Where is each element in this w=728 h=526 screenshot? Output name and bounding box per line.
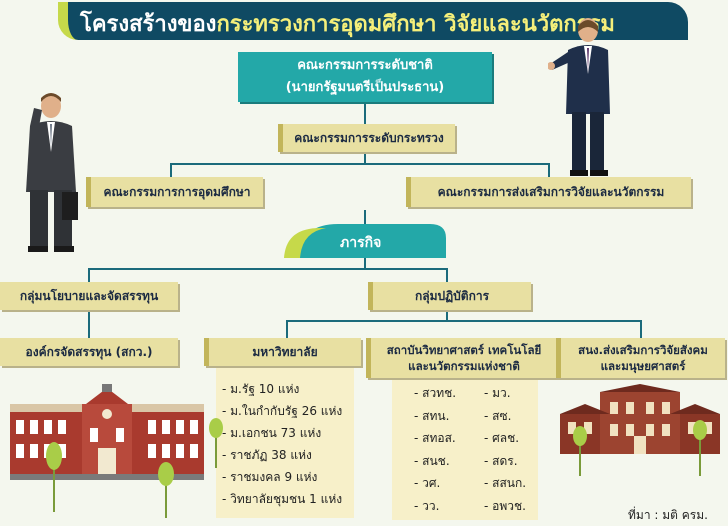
businessman-left-illustration xyxy=(26,93,78,252)
higher-ed-committee-box: คณะกรรมการการอุดมศึกษา xyxy=(86,177,263,207)
businessman-right-illustration xyxy=(548,18,610,176)
institutes-title-line2: และนวัตกรรมแห่งชาติ xyxy=(408,359,520,373)
list-item: - ม.รัฐ 10 แห่ง xyxy=(222,382,300,396)
operations-group-box: กลุ่มปฏิบัติการ xyxy=(368,282,531,310)
operations-group-label: กลุ่มปฏิบัติการ xyxy=(414,288,490,303)
mission-banner xyxy=(284,224,446,258)
list-item: - วศ. xyxy=(414,476,441,490)
universities-title: มหาวิทยาลัย xyxy=(252,344,318,359)
social-research-line1: สนง.ส่งเสริมการวิจัยสังคม xyxy=(578,343,708,357)
title-accent: กระทรวงการอุดมศึกษา วิจัยและนวัตกรรม xyxy=(216,12,615,37)
list-item: - สวทช. xyxy=(414,386,457,400)
list-item: - สทอส. xyxy=(414,431,456,445)
tree-icon xyxy=(693,420,707,476)
institutes-title-line1: สถาบันวิทยาศาสตร์ เทคโนโลยี xyxy=(386,343,542,357)
research-committee-label: คณะกรรมการส่งเสริมการวิจัยและนวัตกรรม xyxy=(437,184,665,199)
universities-panel xyxy=(216,360,354,518)
source-note: ที่มา : มติ ครม. xyxy=(628,508,708,522)
institutes-panel xyxy=(392,370,538,520)
tree-icon xyxy=(46,442,62,512)
ministry-committee-label: คณะกรรมการระดับกระทรวง xyxy=(294,130,444,145)
list-item: - มว. xyxy=(484,386,511,400)
connector-line xyxy=(170,163,172,177)
connector-line xyxy=(364,258,366,270)
page-title: โครงสร้างของกระทรวงการอุดมศึกษา วิจัยและ… xyxy=(80,6,615,41)
list-item: - สทน. xyxy=(414,408,450,423)
policy-group-label: กลุ่มนโยบายและจัดสรรทุน xyxy=(19,288,159,303)
policy-group-box: กลุ่มนโยบายและจัดสรรทุน xyxy=(0,282,178,310)
list-item: - วว. xyxy=(414,498,440,513)
universities-title-box: มหาวิทยาลัย xyxy=(204,338,361,366)
list-item: - สดร. xyxy=(484,453,518,468)
list-item: - สสนก. xyxy=(484,476,527,490)
list-item: - สนช. xyxy=(414,453,450,468)
mission-label: ภารกิจ xyxy=(340,235,382,251)
funding-agency-label: องค์กรจัดสรรทุน (สกว.) xyxy=(25,344,153,359)
ministry-committee-box: คณะกรรมการระดับกระทรวง xyxy=(278,124,455,152)
social-research-box: สนง.ส่งเสริมการวิจัยสังคม และมนุษยศาสตร์ xyxy=(556,338,725,378)
connector-line xyxy=(446,268,448,282)
tree-icon xyxy=(573,426,587,476)
list-item: - อพวช. xyxy=(484,498,526,513)
list-item: - สซ. xyxy=(484,408,512,423)
social-research-line2: และมนุษยศาสตร์ xyxy=(600,359,686,373)
tree-icon xyxy=(209,418,223,468)
connector-line xyxy=(446,308,448,322)
connector-line xyxy=(640,320,642,338)
research-committee-box: คณะกรรมการส่งเสริมการวิจัยและนวัตกรรม xyxy=(406,177,691,207)
list-item: - ราชมงคล 9 แห่ง xyxy=(222,470,318,484)
institutes-list-col2: - มว. - สซ. - ศลช. - สดร. - สสนก. - อพวช… xyxy=(484,382,526,517)
institutes-title-box: สถาบันวิทยาศาสตร์ เทคโนโลยี และนวัตกรรมแ… xyxy=(366,338,557,378)
connector-line xyxy=(364,210,366,224)
connector-line xyxy=(88,268,448,270)
connector-line xyxy=(286,320,288,338)
universities-list: - ม.รัฐ 10 แห่ง - ม.ในกำกับรัฐ 26 แห่ง -… xyxy=(222,378,342,510)
list-item: - ราชภัฏ 38 แห่ง xyxy=(222,448,312,462)
connector-line xyxy=(170,163,550,165)
university-building-illustration xyxy=(10,384,204,480)
list-item: - ม.เอกชน 73 แห่ง xyxy=(222,426,322,440)
connector-line xyxy=(88,308,90,338)
office-building-illustration xyxy=(560,384,720,454)
connector-line xyxy=(364,102,366,124)
connector-line xyxy=(548,163,550,177)
tree-icon xyxy=(158,462,174,518)
institutes-list-col1: - สวทช. - สทน. - สทอส. - สนช. - วศ. - วว… xyxy=(414,382,456,517)
list-item: - ม.ในกำกับรัฐ 26 แห่ง xyxy=(222,404,343,418)
national-committee-line1: คณะกรรมการระดับชาติ xyxy=(297,58,433,73)
title-main: โครงสร้างของ xyxy=(80,12,217,37)
connector-line xyxy=(364,152,366,164)
funding-agency-box: องค์กรจัดสรรทุน (สกว.) xyxy=(0,338,178,366)
higher-ed-committee-label: คณะกรรมการการอุดมศึกษา xyxy=(103,184,251,199)
list-item: - วิทยาลัยชุมชน 1 แห่ง xyxy=(222,492,343,506)
national-committee-box: คณะกรรมการระดับชาติ (นายกรัฐมนตรีเป็นประ… xyxy=(238,52,492,102)
national-committee-line2: (นายกรัฐมนตรีเป็นประธาน) xyxy=(285,80,445,95)
list-item: - ศลช. xyxy=(484,431,520,445)
connector-line xyxy=(286,320,642,322)
connector-line xyxy=(88,268,90,282)
